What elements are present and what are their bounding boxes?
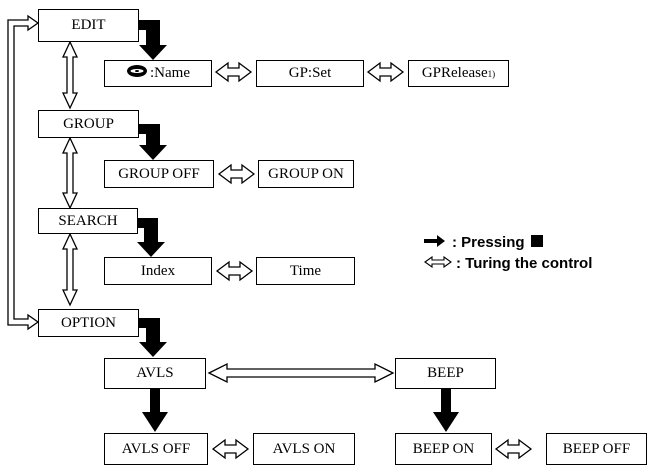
stop-square-icon xyxy=(530,234,543,251)
press-arrow-option xyxy=(139,318,167,357)
turn-arrow-index-time xyxy=(215,260,254,282)
legend-pressing: : Pressing xyxy=(424,234,543,251)
menu-option[interactable]: OPTION xyxy=(38,309,139,337)
menu-edit[interactable]: EDIT xyxy=(38,9,139,42)
press-arrow-search xyxy=(137,218,165,257)
disc-icon xyxy=(126,64,148,83)
option-avls-off-item[interactable]: AVLS OFF xyxy=(104,433,208,465)
black-arrow-icon xyxy=(424,234,446,251)
press-arrow-group xyxy=(139,124,167,160)
group-on-item[interactable]: GROUP ON xyxy=(258,160,354,188)
search-index-item[interactable]: Index xyxy=(104,257,212,285)
turn-arrow-group-search xyxy=(61,136,79,210)
loop-return-arrow xyxy=(7,14,40,331)
edit-gpset-item[interactable]: GP:Set xyxy=(256,60,364,87)
legend-turning: : Turing the control xyxy=(424,255,592,272)
turn-arrow-groupoff-groupon xyxy=(217,163,256,185)
edit-name-label: :Name xyxy=(150,65,190,81)
turn-arrow-search-option xyxy=(61,232,79,307)
edit-gprelease-label: GPRelease xyxy=(421,65,488,81)
legend-turning-label: : Turing the control xyxy=(456,255,593,272)
double-outline-arrow-icon xyxy=(424,255,452,272)
menu-group[interactable]: GROUP xyxy=(38,110,139,138)
option-avls-on-item[interactable]: AVLS ON xyxy=(253,433,355,465)
turn-arrow-avlsoff-avlson xyxy=(211,438,250,460)
legend-pressing-label: : Pressing xyxy=(452,234,525,251)
option-beep-item[interactable]: BEEP xyxy=(395,358,496,389)
edit-name-item[interactable]: :Name xyxy=(104,60,212,87)
search-time-item[interactable]: Time xyxy=(256,257,355,285)
turn-arrow-beepon-beepoff xyxy=(494,438,533,460)
press-arrow-beep xyxy=(433,389,459,432)
option-beep-on-item[interactable]: BEEP ON xyxy=(395,433,492,465)
turn-arrow-gpset-gprelease xyxy=(366,61,405,83)
turn-arrow-name-gpset xyxy=(214,61,253,83)
menu-search[interactable]: SEARCH xyxy=(38,208,138,234)
press-arrow-avls xyxy=(142,389,168,432)
option-avls-item[interactable]: AVLS xyxy=(104,358,206,389)
gprelease-footnote-mark: 1) xyxy=(487,68,496,79)
turn-arrow-avls-beep xyxy=(207,362,395,384)
option-beep-off-item[interactable]: BEEP OFF xyxy=(546,433,647,465)
press-arrow-edit xyxy=(139,20,167,60)
turn-arrow-edit-group xyxy=(61,40,79,110)
group-off-item[interactable]: GROUP OFF xyxy=(104,160,214,188)
